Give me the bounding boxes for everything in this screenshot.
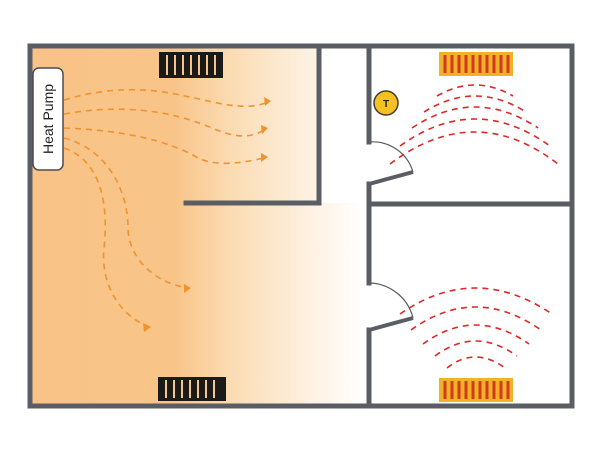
door-lower (368, 316, 414, 332)
upper-room-heat-waves (389, 84, 559, 165)
upper-room-heater (439, 52, 513, 76)
heat-pump-icon (32, 67, 64, 171)
bottom-floor-vent (158, 377, 226, 401)
hallway-floor (319, 46, 369, 203)
doors (368, 141, 414, 332)
lower-room-heat-waves (399, 287, 553, 369)
airflow-arrowheads (143, 97, 271, 332)
thermostat[interactable]: T (373, 90, 399, 116)
door-upper (368, 170, 414, 186)
door-upper-swing (368, 141, 414, 173)
outer-wall (27, 43, 575, 409)
walls (27, 43, 575, 409)
thermostat-icon (373, 90, 399, 116)
arrow-icon (184, 284, 191, 293)
top-floor-vent (159, 52, 223, 78)
arrow-icon (261, 153, 268, 162)
door-lower-swing (368, 282, 414, 319)
arrow-icon (143, 323, 151, 332)
heat-pump-unit[interactable]: Heat Pump (32, 67, 64, 171)
thermostat-label: T (383, 99, 389, 110)
heat-pump-label: Heat Pump (40, 84, 56, 154)
heat-pump-airflow (63, 88, 269, 327)
arrow-icon (264, 97, 271, 106)
living-area-heated-zone (30, 46, 362, 406)
lower-room-heater (439, 378, 513, 402)
arrow-icon (261, 125, 268, 134)
vent-grille-icon (158, 377, 226, 401)
